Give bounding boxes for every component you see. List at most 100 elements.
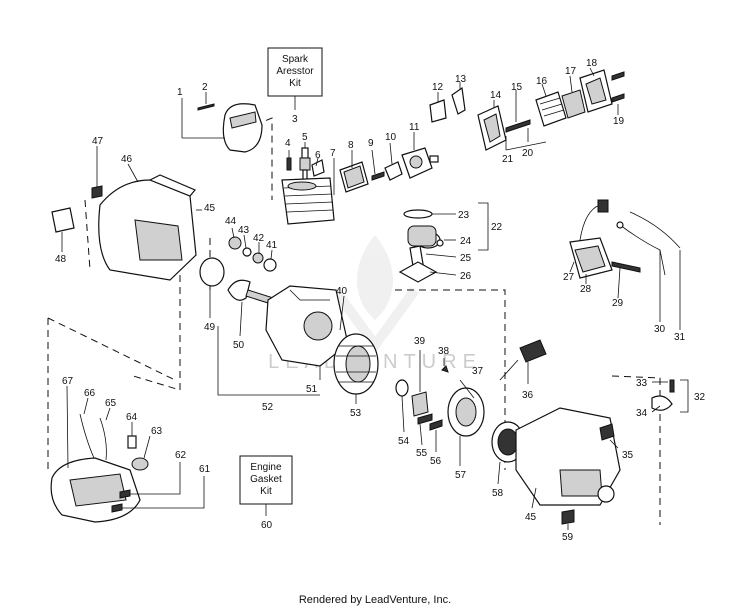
starter-pulley (447, 387, 485, 437)
svg-text:13: 13 (455, 74, 467, 85)
svg-text:12: 12 (432, 82, 444, 93)
spark-arrestor-kit-box: Spark Aresstor Kit 3 (267, 47, 323, 125)
fuel-tank (50, 457, 141, 523)
svg-text:21: 21 (502, 154, 514, 165)
clamp-34 (651, 395, 673, 411)
svg-text:51: 51 (306, 384, 318, 395)
svg-text:63: 63 (151, 426, 163, 437)
svg-text:14: 14 (490, 90, 502, 101)
svg-text:11: 11 (409, 122, 420, 133)
svg-text:32: 32 (694, 392, 706, 403)
svg-text:28: 28 (580, 284, 592, 295)
svg-text:3: 3 (292, 114, 298, 125)
svg-text:54: 54 (398, 436, 410, 447)
svg-text:20: 20 (522, 148, 534, 159)
svg-text:15: 15 (511, 82, 523, 93)
svg-text:41: 41 (266, 240, 278, 251)
svg-text:26: 26 (460, 271, 472, 282)
svg-text:8: 8 (348, 140, 354, 151)
svg-text:56: 56 (430, 456, 442, 467)
svg-text:66: 66 (84, 388, 96, 399)
svg-text:46: 46 (121, 154, 133, 165)
bracket-48 (51, 207, 75, 233)
svg-text:30: 30 (654, 324, 666, 335)
svg-text:17: 17 (565, 66, 577, 77)
svg-text:39: 39 (414, 336, 426, 347)
svg-text:Gasket: Gasket (250, 474, 282, 485)
footer-credit: Rendered by LeadVenture, Inc. (298, 594, 452, 606)
svg-text:65: 65 (105, 398, 117, 409)
svg-text:49: 49 (204, 322, 216, 333)
svg-text:64: 64 (126, 412, 138, 423)
svg-text:22: 22 (491, 222, 503, 233)
engine-gasket-kit-box: Engine Gasket Kit 60 (239, 455, 293, 531)
svg-text:59: 59 (562, 532, 574, 543)
flywheel (333, 333, 379, 395)
ignition-module (569, 199, 613, 279)
fuel-filter-64 (127, 435, 137, 449)
cylinder (281, 177, 335, 225)
svg-text:57: 57 (455, 470, 467, 481)
svg-text:29: 29 (612, 298, 624, 309)
svg-text:25: 25 (460, 253, 472, 264)
svg-text:23: 23 (458, 210, 470, 221)
crankcase (265, 285, 349, 367)
air-filter-base (477, 105, 507, 151)
svg-text:48: 48 (55, 254, 67, 265)
svg-text:31: 31 (674, 332, 686, 343)
air-filter-cover (579, 69, 613, 113)
svg-text:58: 58 (492, 488, 504, 499)
spark-plug (299, 147, 311, 181)
svg-text:Aresstor: Aresstor (276, 66, 314, 77)
svg-text:53: 53 (350, 408, 362, 419)
svg-text:19: 19 (613, 116, 625, 127)
svg-text:62: 62 (175, 450, 187, 461)
svg-text:35: 35 (622, 450, 634, 461)
svg-text:9: 9 (368, 138, 374, 149)
svg-text:Kit: Kit (260, 486, 272, 497)
o-ring-49 (199, 257, 225, 287)
svg-text:37: 37 (472, 366, 484, 377)
washer-54 (395, 379, 409, 397)
svg-text:67: 67 (62, 376, 74, 387)
svg-text:10: 10 (385, 132, 397, 143)
starter-housing (515, 407, 621, 506)
svg-text:1: 1 (177, 87, 183, 98)
svg-text:7: 7 (330, 148, 336, 159)
svg-text:18: 18 (586, 58, 598, 69)
svg-text:40: 40 (336, 286, 348, 297)
starter-handle (499, 339, 547, 381)
svg-text:4: 4 (285, 138, 291, 149)
svg-text:60: 60 (261, 520, 273, 531)
svg-text:52: 52 (262, 402, 274, 413)
svg-text:Kit: Kit (289, 78, 301, 89)
svg-text:Engine: Engine (250, 462, 282, 473)
svg-text:61: 61 (199, 464, 211, 475)
svg-text:47: 47 (92, 136, 104, 147)
carburetor (401, 147, 439, 179)
svg-text:34: 34 (636, 408, 648, 419)
svg-text:33: 33 (636, 378, 648, 389)
svg-text:38: 38 (438, 346, 450, 357)
svg-text:24: 24 (460, 236, 472, 247)
svg-text:5: 5 (302, 132, 308, 143)
svg-text:43: 43 (238, 225, 250, 236)
svg-text:2: 2 (202, 82, 208, 93)
fuel-cap-63 (131, 457, 149, 471)
ground-wire (629, 211, 681, 249)
svg-text:42: 42 (253, 233, 265, 244)
ignition-wire (616, 221, 666, 276)
svg-text:45: 45 (525, 512, 537, 523)
piston-group (398, 209, 444, 283)
svg-text:27: 27 (563, 272, 575, 283)
air-filter-16 (535, 91, 567, 127)
engine-housing (98, 174, 197, 281)
svg-text:6: 6 (315, 150, 321, 161)
svg-text:16: 16 (536, 76, 548, 87)
air-cleaner-cover (222, 103, 263, 153)
svg-text:50: 50 (233, 340, 245, 351)
callout-labels: 1 2 4 5 6 7 8 9 10 11 12 13 14 15 16 17 … (55, 58, 706, 543)
svg-text:36: 36 (522, 390, 534, 401)
watermark-logo (330, 235, 420, 354)
